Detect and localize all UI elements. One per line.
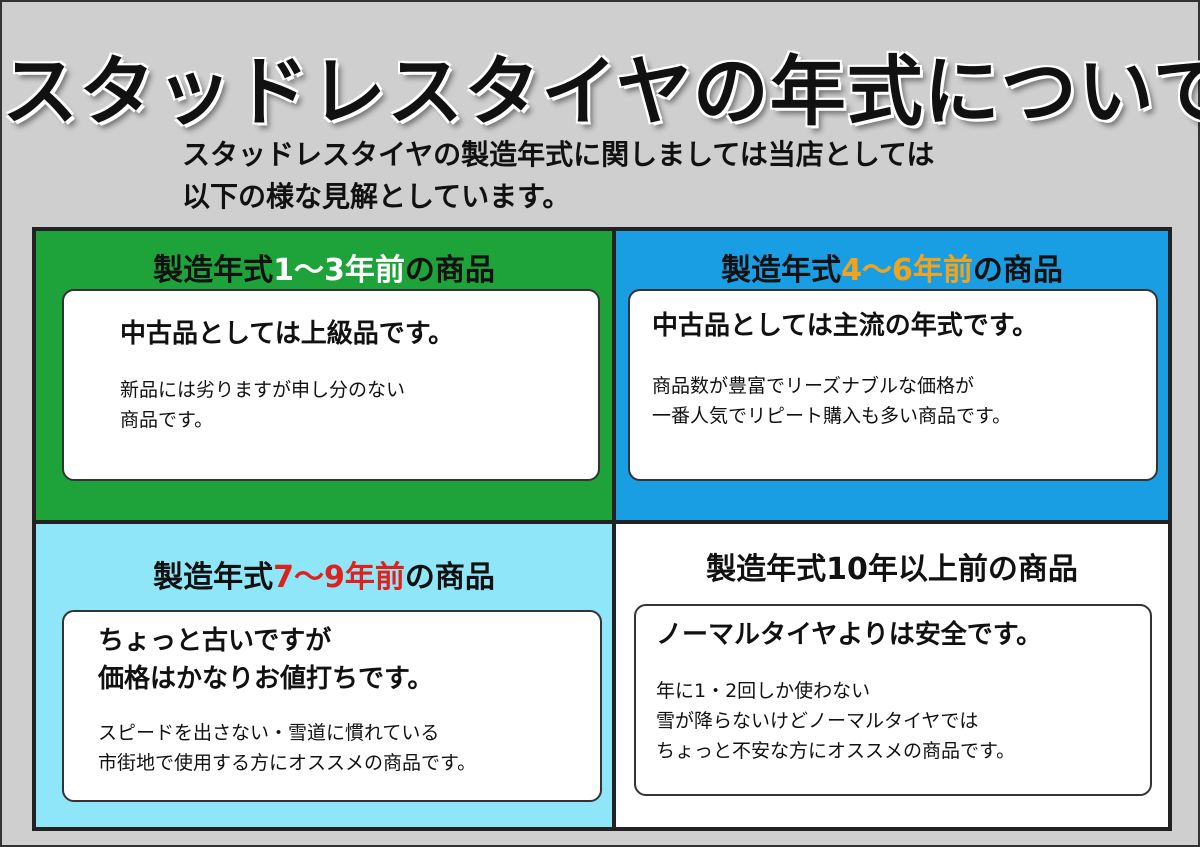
panel-card: 中古品としては主流の年式です。 商品数が豊富でリーズナブルな価格が 一番人気でリ… — [628, 289, 1158, 481]
detail-line: スピードを出さない・雪道に慣れている — [98, 722, 440, 744]
detail-line: 雪が降らないけどノーマルタイヤでは — [656, 710, 979, 732]
panel-heading: 製造年式1～3年前の商品 — [36, 245, 612, 289]
panel-heading: 製造年式7～9年前の商品 — [36, 552, 612, 596]
age-grid: 製造年式1～3年前の商品 中古品としては上級品です。 新品には劣りますが申し分の… — [32, 227, 1172, 831]
page-title: スタッドレスタイヤの年式について — [2, 47, 1200, 136]
heading-range: 4～6年前 — [841, 253, 973, 288]
heading-range: 7～9年前 — [273, 560, 405, 595]
intro-text: スタッドレスタイヤの製造年式に関しましては当店としては 以下の様な見解としていま… — [182, 134, 1082, 218]
detail-line: 年に1・2回しか使わない — [656, 680, 871, 702]
heading-prefix: 製造年式 — [153, 560, 274, 595]
heading-prefix: 製造年式 — [153, 253, 274, 288]
intro-line-2: 以下の様な見解としています。 — [182, 180, 571, 213]
panel-heading: 製造年式4～6年前の商品 — [616, 245, 1168, 289]
panel-card: 中古品としては上級品です。 新品には劣りますが申し分のない 商品です。 — [62, 289, 600, 481]
heading-suffix: の商品 — [404, 253, 495, 288]
heading-suffix: の商品 — [987, 552, 1078, 587]
heading-prefix: 製造年式 — [706, 552, 827, 587]
detail-line: 商品数が豊富でリーズナブルな価格が — [652, 375, 975, 397]
card-detail: 新品には劣りますが申し分のない 商品です。 — [120, 375, 405, 435]
card-detail: スピードを出さない・雪道に慣れている 市街地で使用する方にオススメの商品です。 — [98, 718, 476, 778]
detail-line: 新品には劣りますが申し分のない — [120, 379, 406, 401]
card-detail: 商品数が豊富でリーズナブルな価格が 一番人気でリピート購入も多い商品です。 — [652, 371, 1011, 431]
heading-suffix: の商品 — [972, 253, 1063, 288]
detail-line: 一番人気でリピート購入も多い商品です。 — [652, 405, 1012, 427]
detail-line: 商品です。 — [120, 409, 214, 431]
panel-7-9-years: 製造年式7～9年前の商品 ちょっと古いですが 価格はかなりお値打ちです。 スピー… — [34, 522, 614, 829]
lead-line: 中古品としては上級品です。 — [120, 319, 455, 349]
panel-heading: 製造年式10年以上前の商品 — [616, 544, 1168, 588]
lead-line: ちょっと古いですが — [98, 626, 332, 656]
panel-4-6-years: 製造年式4～6年前の商品 中古品としては主流の年式です。 商品数が豊富でリーズナ… — [614, 229, 1170, 522]
panel-card: ノーマルタイヤよりは安全です。 年に1・2回しか使わない 雪が降らないけどノーマ… — [634, 604, 1152, 796]
panel-10-plus-years: 製造年式10年以上前の商品 ノーマルタイヤよりは安全です。 年に1・2回しか使わ… — [614, 522, 1170, 829]
lead-line: 価格はかなりお値打ちです。 — [98, 664, 434, 694]
card-lead: ちょっと古いですが 価格はかなりお値打ちです。 — [98, 622, 433, 698]
detail-line: ちょっと不安な方にオススメの商品です。 — [656, 740, 1016, 762]
detail-line: 市街地で使用する方にオススメの商品です。 — [98, 752, 477, 774]
card-detail: 年に1・2回しか使わない 雪が降らないけどノーマルタイヤでは ちょっと不安な方に… — [656, 676, 1015, 766]
heading-range: 10年以上前 — [826, 552, 988, 587]
heading-prefix: 製造年式 — [721, 253, 842, 288]
intro-line-1: スタッドレスタイヤの製造年式に関しましては当店としては — [182, 138, 935, 171]
lead-line: 中古品としては主流の年式です。 — [652, 311, 1039, 341]
heading-suffix: の商品 — [404, 560, 495, 595]
lead-line: ノーマルタイヤよりは安全です。 — [656, 620, 1043, 650]
card-lead: 中古品としては主流の年式です。 — [652, 307, 1038, 345]
heading-range: 1～3年前 — [273, 253, 405, 288]
card-lead: ノーマルタイヤよりは安全です。 — [656, 616, 1042, 654]
panel-1-3-years: 製造年式1～3年前の商品 中古品としては上級品です。 新品には劣りますが申し分の… — [34, 229, 614, 522]
panel-card: ちょっと古いですが 価格はかなりお値打ちです。 スピードを出さない・雪道に慣れて… — [62, 610, 602, 802]
card-lead: 中古品としては上級品です。 — [120, 315, 454, 353]
